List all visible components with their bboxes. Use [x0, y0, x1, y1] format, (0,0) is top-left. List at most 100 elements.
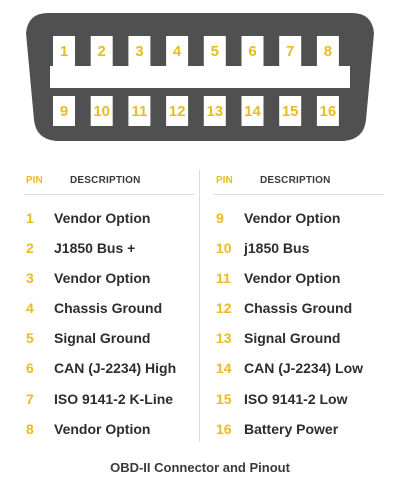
connector-pin-number: 7 [286, 43, 294, 60]
bottom-pin: 10 [90, 96, 113, 126]
pin-description: CAN (J-2234) Low [244, 360, 364, 377]
pin-description: Chassis Ground [54, 300, 163, 317]
bottom-pin: 12 [166, 96, 189, 126]
pin-number: 3 [26, 270, 34, 287]
pin-description: Signal Ground [244, 330, 341, 347]
pin-number: 11 [216, 270, 231, 287]
pinout-row: 16 Battery Power [214, 415, 384, 445]
connector-pin-number: 5 [211, 43, 219, 60]
pin-number: 6 [26, 360, 34, 377]
top-pin: 2 [90, 36, 113, 66]
bottom-pin: 14 [241, 96, 264, 126]
connector-pin-number: 3 [135, 43, 143, 60]
pin-column-header: PIN [216, 175, 233, 186]
connector-pin-number: 16 [320, 103, 337, 120]
pin-number: 9 [216, 210, 224, 226]
connector-pin-number: 6 [248, 43, 256, 60]
top-pin: 4 [166, 36, 189, 66]
pin-socket [166, 96, 189, 126]
connector-pin-number: 10 [93, 103, 110, 120]
pin-description: Battery Power [244, 420, 339, 437]
pin-number: 12 [216, 300, 232, 317]
connector-pin-number: 1 [60, 43, 68, 60]
connector-pin-number: 8 [324, 43, 332, 60]
pinout-row: 13 Signal Ground [214, 324, 384, 354]
connector-pin-number: 14 [244, 103, 261, 120]
connector-pin-number: 9 [60, 103, 68, 120]
connector-pin-number: 15 [282, 103, 299, 120]
pinout-row: 15 ISO 9141-2 Low [214, 385, 384, 415]
pin-socket [128, 36, 151, 66]
connector-pin-number: 11 [131, 103, 147, 120]
pin-socket [90, 36, 113, 66]
pin-socket [279, 36, 302, 66]
pinout-row: 11 Vendor Option [214, 264, 384, 294]
top-pin: 3 [128, 36, 151, 66]
table-header: PIN DESCRIPTION [214, 168, 384, 195]
diagram-caption: OBD-II Connector and Pinout [110, 460, 290, 475]
pin-description: J1850 Bus + [54, 240, 136, 257]
pin-description: Vendor Option [244, 270, 341, 287]
pin-socket [166, 36, 189, 66]
pin-number: 15 [216, 390, 232, 407]
bottom-pin: 9 [53, 96, 75, 126]
pin-number: 7 [26, 390, 34, 407]
pin-description: ISO 9141-2 Low [244, 390, 348, 407]
pin-socket [241, 96, 264, 126]
pin-column-header: PIN [26, 175, 43, 186]
top-pin: 8 [316, 36, 339, 66]
bottom-pin: 13 [203, 96, 226, 126]
pin-number: 1 [26, 210, 34, 226]
pinout-row: 12 Chassis Ground [214, 294, 384, 324]
pinout-row: 2 J1850 Bus + [24, 234, 194, 264]
connector-pin-number: 2 [98, 43, 106, 60]
bottom-pin: 16 [316, 96, 339, 126]
top-pin: 1 [53, 36, 75, 66]
pin-number: 2 [26, 240, 34, 257]
description-column-header: DESCRIPTION [70, 175, 141, 186]
pin-bridge [50, 66, 350, 88]
pin-description: j1850 Bus [244, 240, 310, 257]
pin-socket [203, 36, 226, 66]
pin-number: 16 [216, 420, 232, 437]
pin-socket [203, 96, 226, 126]
pin-number: 13 [216, 330, 232, 347]
top-pin: 6 [241, 36, 264, 66]
pin-number: 5 [26, 330, 34, 347]
pin-socket [53, 96, 75, 126]
pin-socket [316, 96, 339, 126]
pinout-row: 1 Vendor Option [24, 204, 194, 234]
pin-socket [279, 96, 302, 126]
pinout-row: 3 Vendor Option [24, 264, 194, 294]
pinout-row: 14 CAN (J-2234) Low [214, 354, 384, 384]
pin-description: Chassis Ground [244, 300, 353, 317]
pin-socket [128, 96, 151, 126]
pin-socket [241, 36, 264, 66]
pin-number: 10 [216, 240, 232, 257]
pin-description: Signal Ground [54, 330, 151, 347]
pin-socket [90, 96, 113, 126]
pin-number: 8 [26, 420, 34, 437]
table-header: PIN DESCRIPTION [24, 168, 194, 195]
pinout-row: 10 j1850 Bus [214, 234, 384, 264]
description-column-header: DESCRIPTION [260, 175, 331, 186]
pin-number: 4 [26, 300, 34, 317]
connector-pin-number: 4 [173, 43, 182, 60]
pin-socket [316, 36, 339, 66]
top-pin: 5 [203, 36, 226, 66]
connector-pin-number: 13 [206, 103, 223, 120]
pin-description: Vendor Option [54, 210, 151, 226]
pin-description: Vendor Option [54, 270, 151, 287]
pin-number: 14 [216, 360, 232, 377]
pin-socket [53, 36, 75, 66]
connector-pin-number: 12 [169, 103, 186, 120]
